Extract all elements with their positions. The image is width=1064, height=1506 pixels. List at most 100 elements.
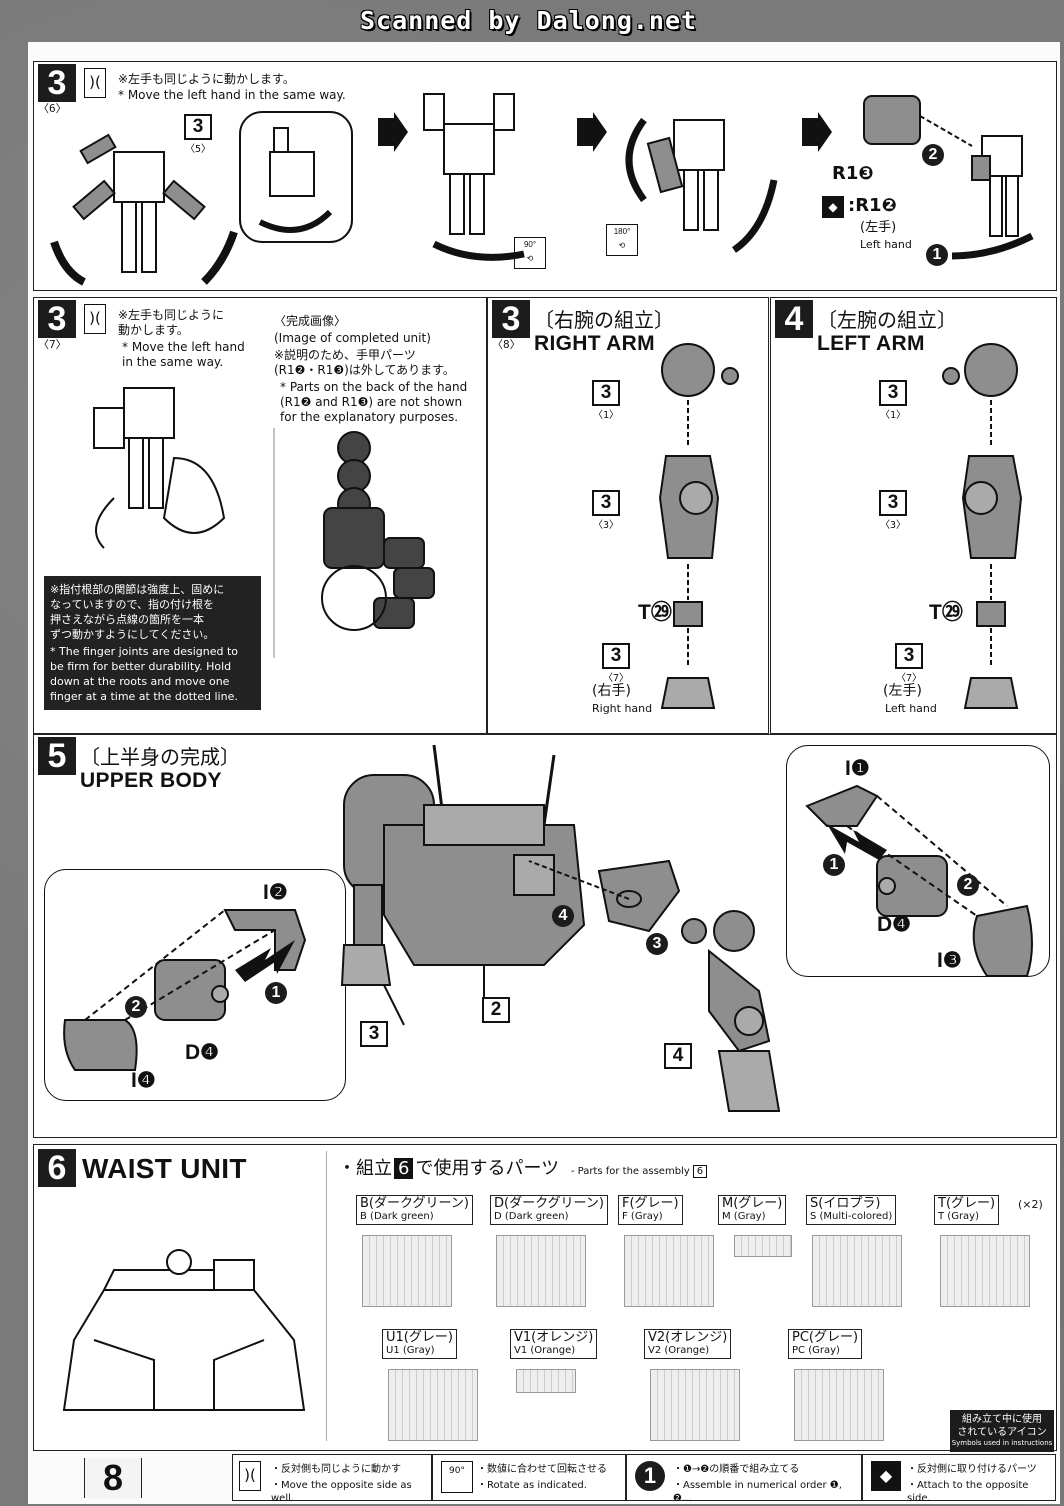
legend-opposite: ◆ ・反対側に取り付けるパーツ ・Attach to the opposite … (862, 1454, 1056, 1504)
runner-name-jp: V1(オレンジ) (514, 1330, 594, 1345)
order-2-badge: 2 (957, 874, 979, 896)
runner-name-jp: T(グレー) (938, 1196, 996, 1211)
runner-label: B(ダークグリーン)B (Dark green) (356, 1195, 473, 1225)
runner-card: M(グレー)M (Gray) (718, 1195, 842, 1313)
runner-sprue-image (812, 1235, 902, 1307)
figure-step3-6-b (423, 93, 525, 261)
order-2-badge: 2 (922, 144, 944, 166)
attach-opposite-icon: ◆ (871, 1461, 901, 1491)
part-i2: I❷ (263, 881, 288, 904)
section-title-jp: 〔左腕の組立〕 (817, 308, 957, 332)
runner-label: T(グレー)T (Gray) (934, 1195, 1000, 1225)
mirror-side-icon: )( (84, 68, 106, 98)
runner-name-en: D (Dark green) (494, 1211, 569, 1222)
part-ref: 3〈7〉 (602, 643, 630, 684)
runner-sprue-image (650, 1369, 740, 1441)
part-i4: I❹ (131, 1069, 156, 1092)
legend-mirror: )( ・反対側も同じように動かす ・Move the opposite side… (232, 1454, 432, 1504)
step-sub: 〈7〉 (38, 338, 67, 351)
runner-sprue-image (794, 1369, 884, 1441)
part-i1: I❶ (845, 757, 870, 780)
section-title-en: RIGHT ARM (534, 332, 655, 355)
instruction-en: * Move the left hand in the same way. (118, 88, 346, 102)
right-arm-panel: 3 〈8〉 〔右腕の組立〕 RIGHT ARM 3〈1〉 3〈3〉 T㉙ 3〈7… (487, 297, 769, 734)
complete-image-jp: 〈完成画像〉 (274, 314, 347, 328)
arrow-next-3 (802, 112, 832, 152)
step-number: 3 (38, 300, 76, 338)
runner-label: PC(グレー)PC (Gray) (788, 1329, 863, 1359)
legend-order-jp: ・❶→❷の順番で組み立てる (673, 1464, 800, 1475)
detail-circle (239, 111, 353, 243)
assembly-order-icon: 1 (635, 1461, 665, 1491)
hand-jp: (右手) (592, 683, 631, 699)
order-3-badge: 3 (646, 933, 668, 955)
instruction-jp: ※左手も同じように 動かします。 (118, 308, 225, 337)
runner-label: V2(オレンジ)V2 (Orange) (644, 1329, 732, 1359)
mirror-side-icon: )( (239, 1461, 261, 1491)
legend-heading: 組み立て中に使用 されているアイコン Symbols used in instr… (950, 1410, 1054, 1452)
mirror-side-icon: )( (84, 304, 106, 334)
runner-name-jp: U1(グレー) (386, 1330, 453, 1345)
hand-en: Right hand (592, 702, 653, 715)
legend-rotate-en: ・Rotate as indicated. (477, 1480, 587, 1491)
rotate-180-icon: 180°⟲ (606, 224, 638, 256)
left-hand-jp: (左手) (860, 220, 897, 235)
completed-hand-figure (273, 428, 435, 658)
runner-sprue-image (734, 1235, 792, 1257)
legend-opposite-en: ・Attach to the opposite side. (907, 1480, 1029, 1504)
runner-name-jp: B(ダークグリーン) (360, 1196, 469, 1211)
legend-mirror-en: ・Move the opposite side as well. (271, 1480, 412, 1504)
scan-watermark: Scanned by Dalong.net (360, 6, 698, 35)
runner-sprue-image (624, 1235, 714, 1307)
legend-opposite-jp: ・反対側に取り付けるパーツ (907, 1464, 1037, 1475)
part-ref: 3〈7〉 (895, 643, 923, 684)
hand-jp: (左手) (883, 683, 922, 699)
order-1-badge: 1 (265, 982, 287, 1004)
order-1-badge: 1 (926, 244, 948, 266)
rotate-icon: 90° (441, 1461, 473, 1493)
part-ref: 3〈3〉 (592, 490, 620, 531)
section-title-en: LEFT ARM (817, 332, 925, 355)
step-sub: 〈6〉 (38, 102, 67, 115)
runner-card: PC(グレー)PC (Gray) (788, 1329, 912, 1447)
runner-name-en: PC (Gray) (792, 1345, 840, 1356)
left-arm-panel: 4 〔左腕の組立〕 LEFT ARM 3〈1〉 3〈3〉 T㉙ 3〈7〉 (左手… (770, 297, 1057, 734)
runner-label: U1(グレー)U1 (Gray) (382, 1329, 457, 1359)
legend-rotate-jp: ・数値に合わせて回転させる (477, 1464, 607, 1475)
section-title-en: UPPER BODY (80, 769, 222, 792)
runner-card: F(グレー)F (Gray) (618, 1195, 742, 1313)
left-arm-exploded (942, 343, 1023, 709)
runner-name-jp: V2(オレンジ) (648, 1330, 728, 1345)
section-title-jp: 〔右腕の組立〕 (534, 308, 674, 332)
runner-sprue-image (362, 1235, 452, 1307)
right-arm-exploded (658, 343, 739, 709)
part-ref-3: 3 (360, 1021, 388, 1047)
runner-card: T(グレー)T (Gray) (934, 1195, 1058, 1313)
figure-step3-6-a (50, 133, 238, 286)
runner-name-en: T (Gray) (938, 1211, 979, 1222)
step-number: 3 (38, 64, 76, 102)
part-i3: I❸ (937, 949, 962, 972)
order-1-badge: 1 (823, 854, 845, 876)
part-r1-3: R1❸ (832, 163, 874, 184)
runner-name-jp: S(イロプラ) (810, 1196, 881, 1211)
page-number: 8 (84, 1458, 142, 1498)
runner-name-en: F (Gray) (622, 1211, 663, 1222)
shoulder-parts-right (805, 784, 1033, 977)
arrow-next-1 (378, 112, 408, 152)
part-ref-4: 4 (664, 1043, 692, 1069)
legend-mirror-jp: ・反対側も同じように動かす (271, 1464, 401, 1475)
part-ref-2: 2 (482, 997, 510, 1023)
runner-card: U1(グレー)U1 (Gray) (382, 1329, 506, 1447)
instruction-en: * Move the left hand in the same way. (122, 340, 245, 369)
runner-sprue-image (388, 1369, 478, 1441)
hand-pose-figure (93, 387, 226, 549)
note-jp: ※説明のため、手甲パーツ (R1❷・R1❸)は外してあります。 (274, 348, 455, 377)
part-t29: T㉙ (638, 601, 672, 624)
part-t29: T㉙ (929, 601, 963, 624)
runner-name-en: V2 (Orange) (648, 1345, 710, 1356)
runner-sprue-image (496, 1235, 586, 1307)
right-shoulder-detail-box: I❶ D❹ I❸ 1 2 (786, 745, 1050, 977)
